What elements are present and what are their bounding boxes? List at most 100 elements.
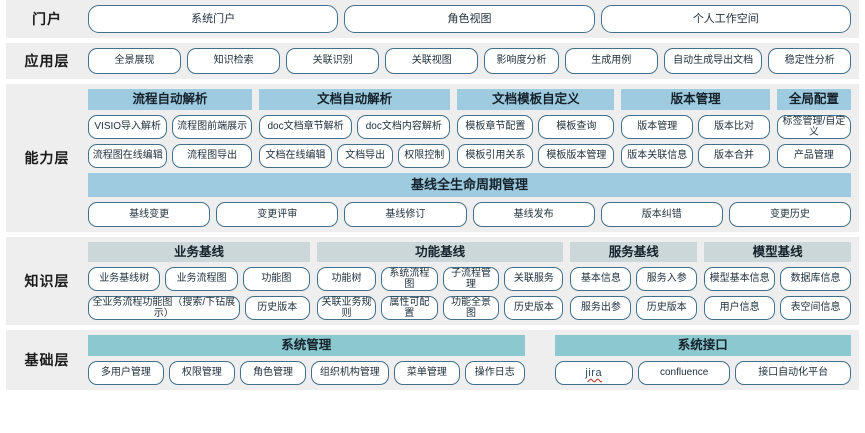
know-item-related-business-rule[interactable]: 关联业务规则	[316, 296, 377, 320]
group-header-function-baseline: 功能基线	[316, 242, 564, 262]
portal-item-role-view[interactable]: 角色视图	[344, 5, 595, 33]
cap-item-product-manage[interactable]: 产品管理	[776, 144, 851, 168]
cap-item-doc-export[interactable]: 文档导出	[337, 144, 394, 168]
cap-item-version-correction[interactable]: 版本纠错	[600, 202, 723, 227]
cap-item-baseline-release[interactable]: 基线发布	[472, 202, 595, 227]
know-item-tablespace-info[interactable]: 表空间信息	[780, 296, 852, 320]
group-row-1-doc-template: 模板章节配置 模板查询	[457, 115, 615, 139]
base-item-role-manage[interactable]: 角色管理	[239, 361, 307, 385]
app-item-auto-export-doc[interactable]: 自动生成导出文档	[663, 48, 763, 74]
layer-body-application: 全景展现 知识检索 关联识别 关联视图 影响度分析 生成用例 自动生成导出文档 …	[88, 48, 851, 74]
cap-item-version-relation-info[interactable]: 版本关联信息	[621, 144, 694, 168]
cap-item-version-compare[interactable]: 版本比对	[698, 115, 770, 139]
cap-item-template-query[interactable]: 模板查询	[538, 115, 615, 139]
know-item-function-chart[interactable]: 功能图	[242, 267, 310, 291]
cap-item-template-version-manage[interactable]: 模板版本管理	[538, 144, 615, 168]
know-item-business-baseline-tree[interactable]: 业务基线树	[88, 267, 161, 291]
base-groups: 系统管理 多用户管理 权限管理 角色管理 组织机构管理 菜单管理 操作日志 系统…	[88, 335, 851, 385]
know-item-business-flowchart[interactable]: 业务流程图	[165, 267, 238, 291]
cap-item-doc-chapter-parse[interactable]: doc文档章节解析	[258, 115, 353, 139]
group-header-version-manage: 版本管理	[621, 89, 770, 110]
group-row-1-business-baseline: 业务基线树 业务流程图 功能图	[88, 267, 310, 291]
layer-body-capability: 流程自动解析 VISIO导入解析 流程图前端展示 流程图在线编辑 流程图导出 文…	[88, 89, 852, 227]
cap-item-change-review[interactable]: 变更评审	[216, 202, 339, 227]
portal-row: 系统门户 角色视图 个人工作空间	[88, 5, 851, 33]
knowledge-group-function-baseline: 功能基线 功能树 系统流程图 子流程管理 关联服务 关联业务规则 属性可配置 功…	[316, 242, 564, 320]
base-item-menu-manage[interactable]: 菜单管理	[393, 361, 460, 385]
capability-group-global-config: 全局配置 标签管理/自定义 产品管理	[776, 89, 851, 168]
app-item-panorama[interactable]: 全景展现	[88, 48, 182, 74]
group-row-2-function-baseline: 关联业务规则 属性可配置 功能全景图 历史版本	[316, 296, 564, 320]
app-item-relation-recognition[interactable]: 关联识别	[286, 48, 380, 74]
know-item-attribute-configurable[interactable]: 属性可配置	[381, 296, 438, 320]
cap-item-permission-control[interactable]: 权限控制	[398, 144, 451, 168]
cap-item-doc-content-parse[interactable]: doc文档内容解析	[357, 115, 451, 139]
cap-item-version-merge[interactable]: 版本合并	[698, 144, 770, 168]
knowledge-group-model-baseline: 模型基线 模型基本信息 数据库信息 用户信息 表空间信息	[704, 242, 852, 320]
know-item-user-info[interactable]: 用户信息	[704, 296, 776, 320]
base-item-operation-log[interactable]: 操作日志	[464, 361, 525, 385]
layer-body-base: 系统管理 多用户管理 权限管理 角色管理 组织机构管理 菜单管理 操作日志 系统…	[88, 335, 851, 385]
layer-label-portal: 门户	[32, 10, 62, 27]
group-row-1-service-baseline: 基本信息 服务入参	[570, 267, 698, 291]
portal-item-system-portal[interactable]: 系统门户	[88, 5, 339, 33]
app-item-knowledge-search[interactable]: 知识检索	[187, 48, 281, 74]
group-header-doc-parse: 文档自动解析	[258, 89, 451, 110]
know-item-history-version-business[interactable]: 历史版本	[244, 296, 310, 320]
app-item-generate-usecase[interactable]: 生成用例	[564, 48, 658, 74]
cap-item-visio-import-parse[interactable]: VISIO导入解析	[88, 115, 168, 139]
layer-portal: 门户 系统门户 角色视图 个人工作空间	[6, 0, 859, 38]
layer-label-capability: 能力层	[24, 149, 70, 166]
base-item-jira[interactable]: jira	[554, 361, 633, 385]
group-row-1-global-config: 标签管理/自定义	[776, 115, 851, 139]
group-header-baseline-lifecycle: 基线全生命周期管理	[88, 173, 851, 197]
base-item-confluence[interactable]: confluence	[637, 361, 731, 385]
base-item-multi-user-manage[interactable]: 多用户管理	[88, 361, 164, 385]
base-group-system-manage: 系统管理 多用户管理 权限管理 角色管理 组织机构管理 菜单管理 操作日志	[88, 335, 525, 385]
app-item-stability-analysis[interactable]: 稳定性分析	[768, 48, 851, 74]
cap-item-template-reference-relation[interactable]: 模板引用关系	[457, 144, 534, 168]
know-item-function-panorama[interactable]: 功能全景图	[442, 296, 500, 320]
cap-item-baseline-change[interactable]: 基线变更	[88, 202, 211, 227]
know-item-basic-info[interactable]: 基本信息	[570, 267, 632, 291]
cap-item-template-chapter-config[interactable]: 模板章节配置	[457, 115, 534, 139]
group-row-system-manage: 多用户管理 权限管理 角色管理 组织机构管理 菜单管理 操作日志	[88, 361, 525, 385]
knowledge-groups: 业务基线 业务基线树 业务流程图 功能图 全业务流程功能图（搜索/下钻展示） 历…	[88, 242, 852, 320]
base-item-org-structure-manage[interactable]: 组织机构管理	[311, 361, 389, 385]
app-item-impact-analysis[interactable]: 影响度分析	[484, 48, 559, 74]
know-item-system-flowchart[interactable]: 系统流程图	[381, 267, 438, 291]
know-item-service-input-param[interactable]: 服务入参	[636, 267, 698, 291]
jira-logo-icon: jira	[585, 366, 603, 379]
layer-label-application: 应用层	[24, 52, 70, 69]
know-item-function-tree[interactable]: 功能树	[316, 267, 377, 291]
group-header-global-config: 全局配置	[776, 89, 851, 110]
know-item-model-basic-info[interactable]: 模型基本信息	[704, 267, 776, 291]
group-header-model-baseline: 模型基线	[704, 242, 851, 262]
group-row-2-business-baseline: 全业务流程功能图（搜索/下钻展示） 历史版本	[88, 296, 310, 320]
cap-item-doc-online-edit[interactable]: 文档在线编辑	[258, 144, 333, 168]
cap-item-baseline-revision[interactable]: 基线修订	[344, 202, 467, 227]
know-item-service-output-param[interactable]: 服务出参	[570, 296, 632, 320]
layer-capability: 能力层 流程自动解析 VISIO导入解析 流程图前端展示 流程图在线编辑 流程图…	[6, 84, 859, 232]
group-row-system-interface: jira confluence 接口自动化平台	[554, 361, 851, 385]
base-item-interface-automation-platform[interactable]: 接口自动化平台	[735, 361, 851, 385]
cap-item-flowchart-online-edit[interactable]: 流程图在线编辑	[88, 144, 168, 168]
cap-item-flowchart-frontend-display[interactable]: 流程图前端展示	[172, 115, 252, 139]
know-item-full-business-process-function-chart[interactable]: 全业务流程功能图（搜索/下钻展示）	[88, 296, 240, 320]
cap-item-change-history[interactable]: 变更历史	[728, 202, 852, 227]
layer-application: 应用层 全景展现 知识检索 关联识别 关联视图 影响度分析 生成用例 自动生成导…	[6, 43, 859, 79]
know-item-related-service[interactable]: 关联服务	[504, 267, 564, 291]
know-item-database-info[interactable]: 数据库信息	[780, 267, 852, 291]
cap-item-version-manage[interactable]: 版本管理	[621, 115, 694, 139]
portal-item-personal-workspace[interactable]: 个人工作空间	[600, 5, 851, 33]
cap-item-flowchart-export[interactable]: 流程图导出	[172, 144, 252, 168]
base-group-system-interface: 系统接口 jira confluence 接口自动化平台	[554, 335, 851, 385]
know-item-history-version-function[interactable]: 历史版本	[504, 296, 564, 320]
base-item-permission-manage[interactable]: 权限管理	[168, 361, 235, 385]
cap-item-tag-manage-custom[interactable]: 标签管理/自定义	[776, 115, 851, 139]
app-item-relation-view[interactable]: 关联视图	[385, 48, 479, 74]
know-item-history-version-service[interactable]: 历史版本	[636, 296, 698, 320]
know-item-subprocess-manage[interactable]: 子流程管理	[442, 267, 500, 291]
layer-label-base: 基础层	[24, 351, 70, 368]
